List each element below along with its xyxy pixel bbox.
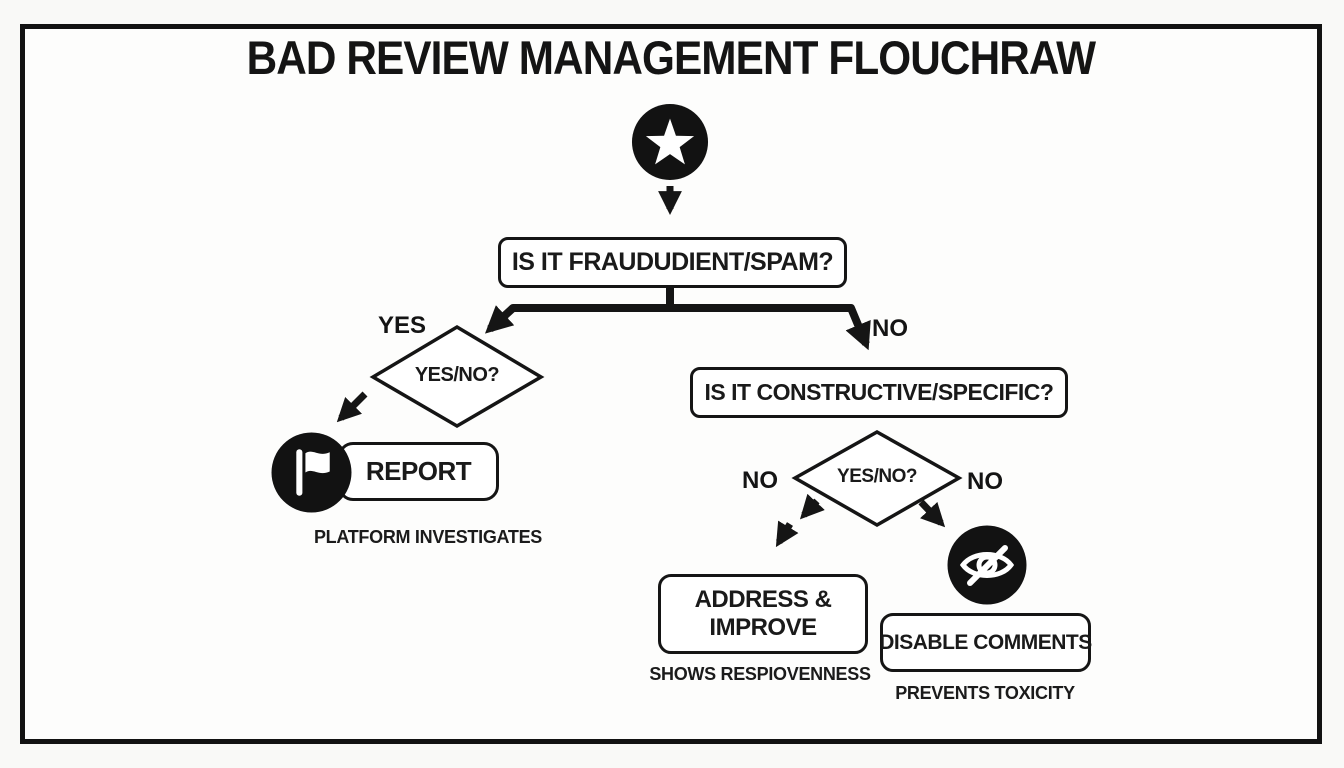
star-icon bbox=[631, 103, 709, 181]
edge-label-no-right: NO bbox=[967, 468, 1003, 495]
page-title: BAD REVIEW MANAGEMENT FLOUCHRAW bbox=[246, 31, 1097, 84]
eye-off-icon bbox=[947, 525, 1027, 605]
edge-label-yes: YES bbox=[377, 312, 427, 339]
caption-shows-responsiveness: SHOWS RESPIOVENNESS bbox=[649, 664, 871, 684]
start-node bbox=[631, 103, 709, 181]
caption-platform-investigates: PLATFORM INVESTIGATES bbox=[313, 527, 543, 547]
node-address-improve: ADDRESS & IMPROVE bbox=[658, 574, 868, 654]
decision-yes-no-1: YES/NO? bbox=[414, 364, 500, 386]
caption-prevents-toxicity: PREVENTS TOXICITY bbox=[895, 683, 1075, 703]
node-disable-comments: DISABLE COMMENTS bbox=[879, 613, 1092, 672]
disable-comments-badge bbox=[947, 525, 1027, 605]
node-is-it-constructive-specific: IS IT CONSTRUCTIVE/SPECIFIC? bbox=[690, 367, 1068, 418]
node-is-it-fraudulent-spam: IS IT FRAUDUDIENT/SPAM? bbox=[498, 237, 847, 288]
flag-icon bbox=[271, 432, 352, 513]
edge-label-no-left: NO bbox=[742, 467, 778, 494]
report-flag-badge bbox=[271, 432, 352, 513]
decision-yes-no-2: YES/NO? bbox=[837, 466, 917, 487]
node-report: REPORT bbox=[338, 442, 499, 501]
edge-label-no: NO bbox=[872, 315, 908, 342]
